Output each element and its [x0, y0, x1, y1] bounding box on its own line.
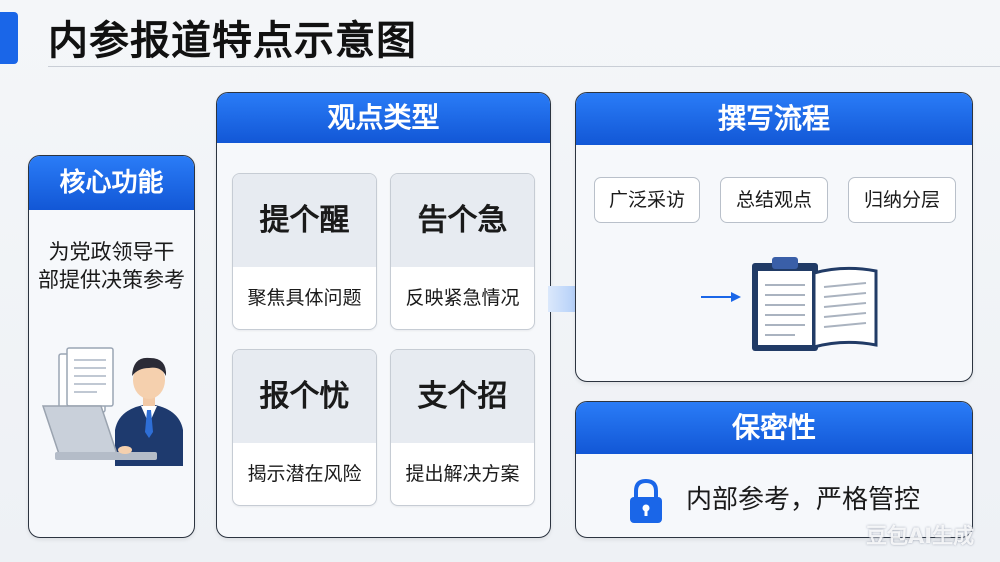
- view-card-desc: 揭示潜在风险: [247, 463, 362, 485]
- core-function-desc: 为党政领导干 部提供决策参考: [29, 238, 194, 294]
- flow-step: 总结观点: [720, 177, 828, 223]
- secrecy-title: 保密性: [576, 402, 972, 454]
- view-card-urgent: 告个急 反映紧急情况: [390, 173, 535, 330]
- businessman-laptop-illustration: [41, 347, 183, 466]
- core-desc-line-2: 部提供决策参考: [38, 268, 185, 292]
- title-divider: [48, 66, 1000, 67]
- view-card-heading: 报个忧: [233, 350, 376, 443]
- core-function-title: 核心功能: [29, 156, 194, 210]
- secrecy-text: 内部参考，严格管控: [686, 485, 921, 515]
- lock-icon: [630, 478, 662, 523]
- view-card-desc: 聚焦具体问题: [247, 287, 362, 309]
- view-card-suggestion: 支个招 提出解决方案: [390, 349, 535, 506]
- flow-step: 广泛采访: [594, 177, 700, 223]
- secrecy-panel: 保密性 内部参考，严格管控: [575, 401, 973, 538]
- view-card-concern: 报个忧 揭示潜在风险: [232, 349, 377, 506]
- view-card-heading: 提个醒: [233, 174, 376, 267]
- flow-step: 归纳分层: [848, 177, 956, 223]
- arrow-right-icon: [701, 292, 741, 302]
- page-title: 内参报道特点示意图: [48, 18, 417, 64]
- view-card-desc: 提出解决方案: [405, 463, 520, 485]
- title-accent-bar: [0, 12, 18, 64]
- view-types-panel: 观点类型 提个醒 聚焦具体问题 告个急 反映紧急情况 报个忧 揭示潜在风险 支个…: [216, 92, 551, 538]
- view-card-heading: 告个急: [391, 174, 534, 267]
- view-card-reminder: 提个醒 聚焦具体问题: [232, 173, 377, 330]
- watermark: 豆包AI生成: [866, 524, 975, 548]
- view-types-title: 观点类型: [217, 93, 550, 143]
- view-card-heading: 支个招: [391, 350, 534, 443]
- writing-flow-panel: 撰写流程 广泛采访 总结观点 归纳分层: [575, 92, 973, 382]
- core-desc-line-1: 为党政领导干: [48, 240, 175, 264]
- writing-flow-title: 撰写流程: [576, 93, 972, 145]
- clipboard-book-icon: [752, 257, 878, 351]
- core-function-panel: 核心功能 为党政领导干 部提供决策参考: [28, 155, 195, 538]
- view-card-desc: 反映紧急情况: [405, 287, 520, 309]
